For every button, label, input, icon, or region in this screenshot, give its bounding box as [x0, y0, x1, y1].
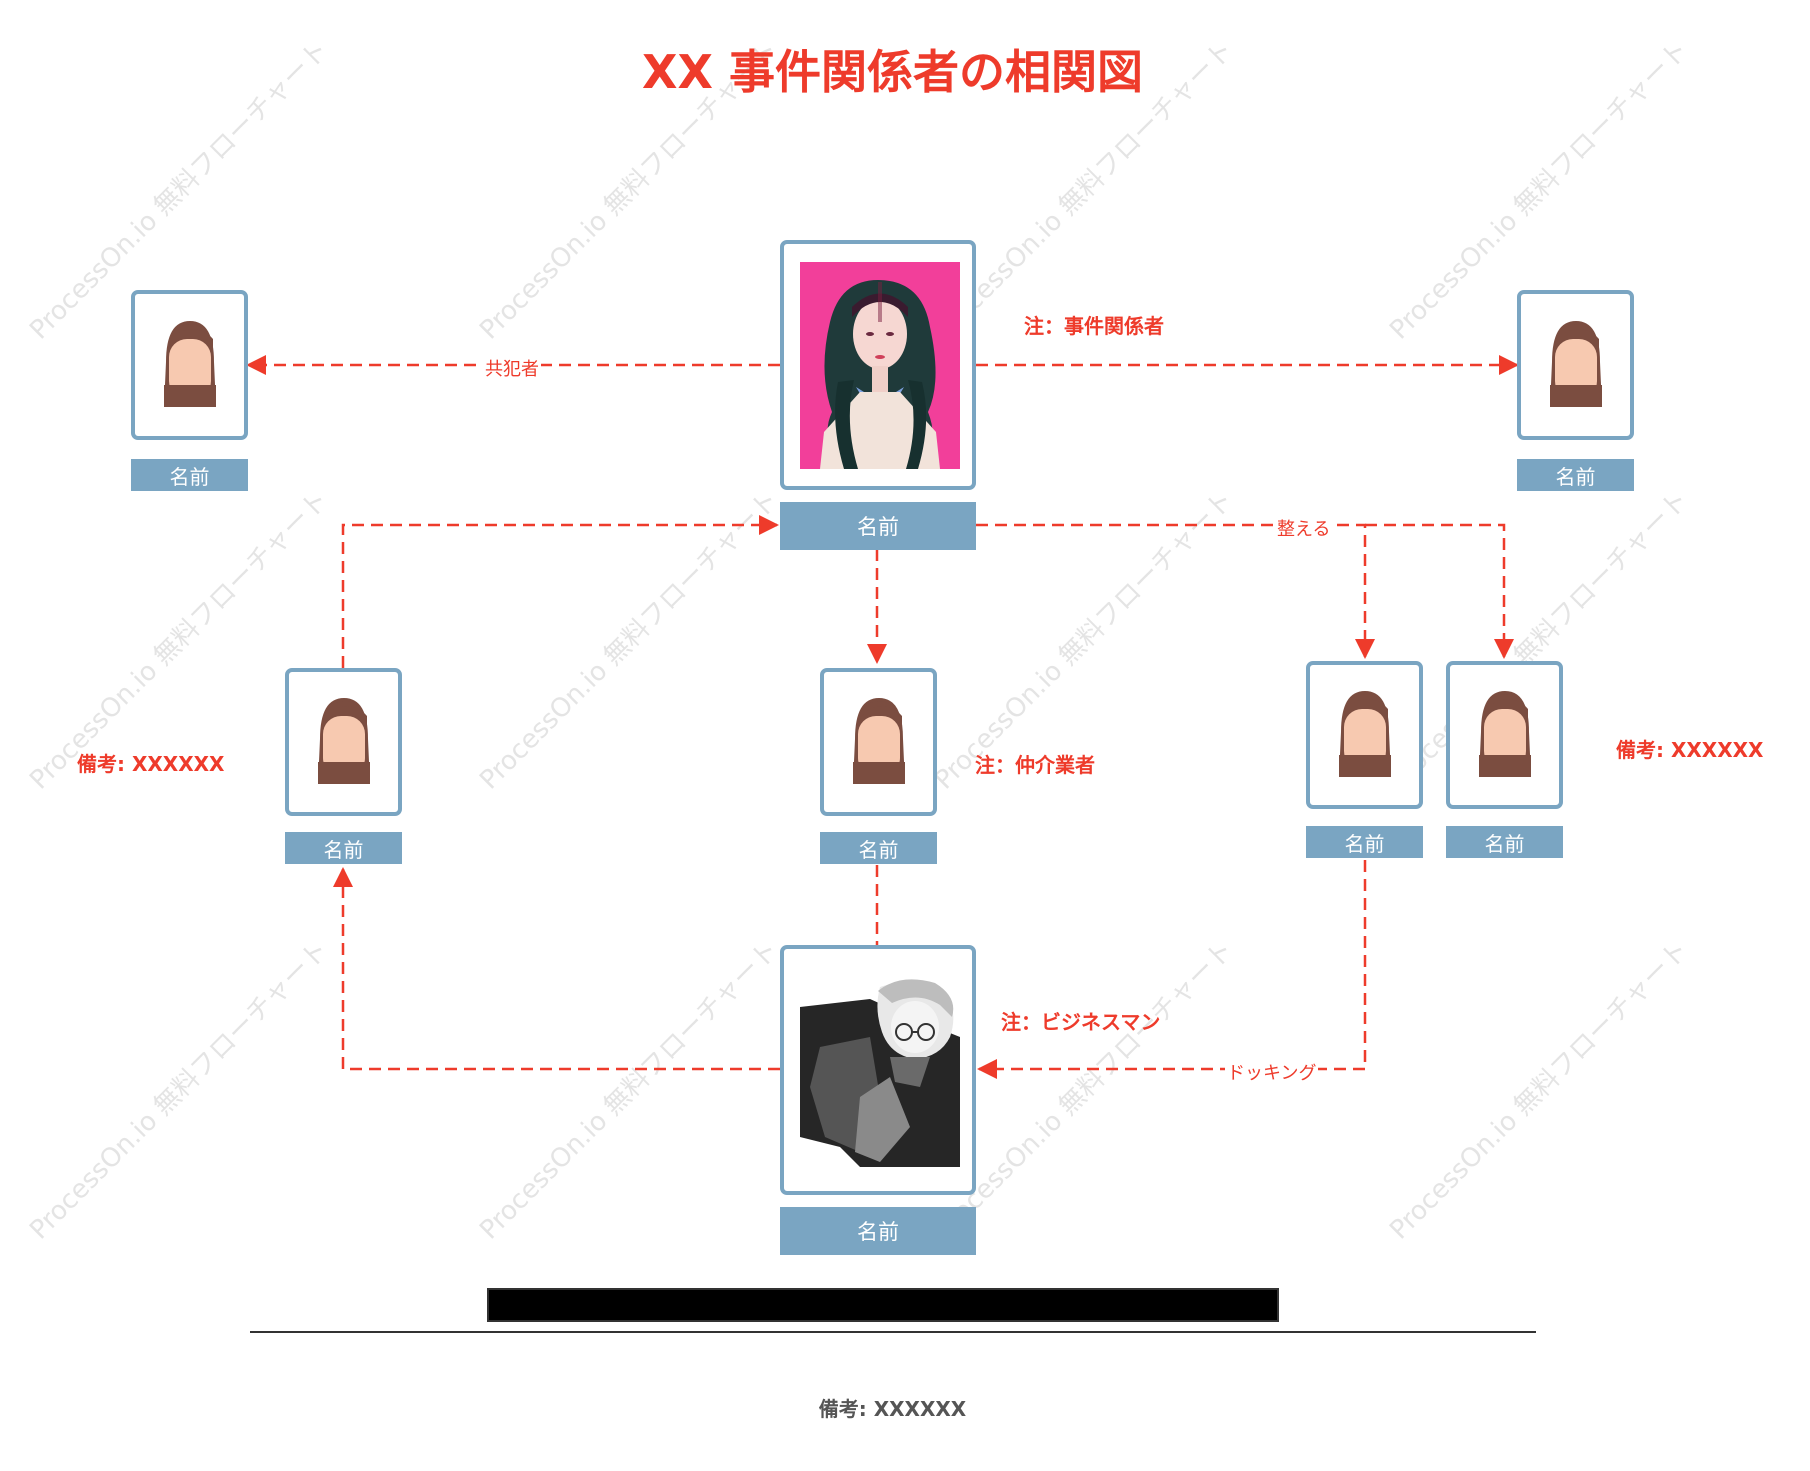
person-label-right-mid-1: 名前	[1306, 826, 1423, 858]
edge-label-arrange: 整える	[1275, 515, 1333, 541]
note-center-bottom: 注：ビジネスマン	[1001, 1010, 1161, 1034]
person-card-left-mid[interactable]	[285, 668, 402, 816]
person-card-left-top[interactable]	[131, 290, 248, 440]
edge-bottom-to-left-mid	[333, 867, 780, 1071]
woman-avatar-icon	[315, 694, 373, 790]
woman-avatar-icon	[850, 694, 908, 790]
footer-remark: 備考: XXXXXX	[818, 1397, 967, 1421]
person-card-right-mid-2[interactable]	[1446, 661, 1563, 809]
person-card-center-top[interactable]	[780, 240, 976, 490]
person-label-left-top: 名前	[131, 459, 248, 491]
note-center-mid: 注：仲介業者	[975, 753, 1095, 777]
note-left-mid: 備考: XXXXXX	[77, 752, 225, 776]
woman-avatar-icon	[161, 317, 219, 413]
person-label-right-top: 名前	[1517, 459, 1634, 491]
pink-hair-woman-photo	[800, 262, 960, 469]
person-card-center-bottom[interactable]	[780, 945, 976, 1195]
person-label-center-top: 名前	[780, 502, 976, 550]
woman-avatar-icon	[1476, 687, 1534, 783]
woman-avatar-icon	[1336, 687, 1394, 783]
edge-label-accomplice: 共犯者	[483, 355, 541, 381]
person-card-right-top[interactable]	[1517, 290, 1634, 440]
monochrome-man-photo	[800, 977, 960, 1167]
person-card-center-mid[interactable]	[820, 668, 937, 816]
diagram-title: XX 事件関係者の相関図	[642, 45, 1143, 99]
person-label-left-mid: 名前	[285, 832, 402, 864]
edge-center-to-right-mid-2	[1365, 523, 1514, 659]
edge-right-mid-to-bottom	[977, 860, 1367, 1079]
note-center-top: 注：事件関係者	[1024, 314, 1164, 338]
woman-avatar-icon	[1547, 317, 1605, 413]
person-label-center-mid: 名前	[820, 832, 937, 864]
redacted-bar	[487, 1288, 1279, 1322]
footer-divider	[250, 1331, 1536, 1333]
edge-left-mid-to-center	[341, 515, 779, 668]
person-card-right-mid-1[interactable]	[1306, 661, 1423, 809]
note-right-mid: 備考: XXXXXX	[1616, 738, 1764, 762]
person-label-right-mid-2: 名前	[1446, 826, 1563, 858]
person-label-center-bottom: 名前	[780, 1207, 976, 1255]
edge-label-docking: ドッキング	[1225, 1059, 1319, 1085]
edge-center-to-right-mid-1	[976, 523, 1375, 659]
